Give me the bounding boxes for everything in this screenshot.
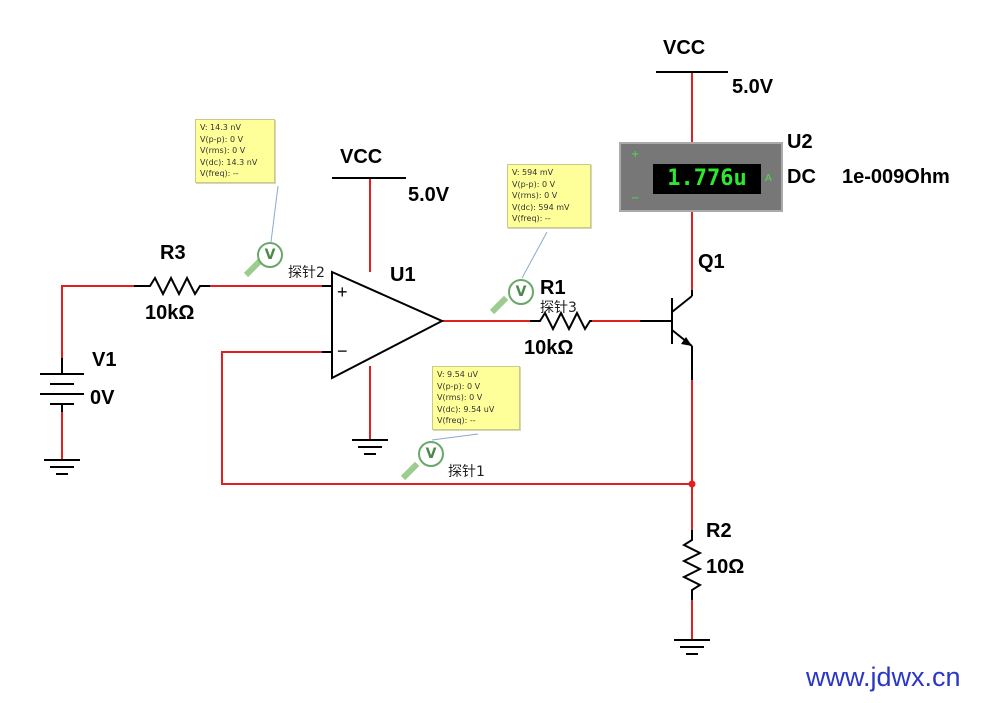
- r2-value: 10Ω: [706, 556, 745, 578]
- probe1-reading-pp: V(p-p): 0 V: [437, 381, 481, 391]
- meter-minus-terminal: −: [631, 193, 640, 204]
- probe2-reading-pp: V(p-p): 0 V: [200, 134, 244, 144]
- probe1-reading-v: V: 9.54 uV: [437, 370, 478, 379]
- v1-value: 0V: [90, 387, 115, 409]
- vcc-top-label: VCC: [663, 37, 706, 59]
- r2-label: R2: [706, 520, 732, 542]
- q1-emitter-arrow: [681, 337, 692, 346]
- probe2-reading-v: V: 14.3 nV: [200, 123, 241, 132]
- ground-u1-symbol: [352, 439, 388, 455]
- probe3-reading-pp: V(p-p): 0 V: [512, 179, 556, 189]
- ground-r2-symbol: [674, 639, 710, 655]
- u2-resistance: 1e-009Ohm: [842, 166, 950, 188]
- vcc-top-value: 5.0V: [732, 76, 774, 98]
- probe1-reading-freq: V(freq): --: [437, 416, 476, 426]
- probe2-reading-freq: V(freq): --: [200, 169, 239, 179]
- r1-value: 10kΩ: [524, 337, 574, 359]
- r3-value: 10kΩ: [145, 302, 195, 324]
- opamp-minus-sign: −: [337, 341, 348, 361]
- opamp-u1-symbol: [331, 270, 445, 380]
- transistor-q1-symbol: [640, 290, 693, 380]
- probe3-readout: V: 594 mV V(p-p): 0 V V(rms): 0 V V(dc):…: [507, 164, 591, 228]
- voltmeter-probe-icon[interactable]: V: [257, 242, 283, 268]
- meter-plus-terminal: +: [631, 149, 640, 160]
- ammeter-reading: 1.776u: [653, 164, 761, 194]
- probe1-readout: V: 9.54 uV V(p-p): 0 V V(rms): 0 V V(dc)…: [432, 366, 520, 430]
- component-symbols: [40, 71, 728, 655]
- wire-v1-r3: [61, 285, 134, 358]
- junction-dot: [688, 480, 696, 488]
- probe1-reading-dc: V(dc): 9.54 uV: [437, 404, 495, 414]
- u2-label: U2: [787, 131, 813, 153]
- battery-v1-symbol: [40, 358, 84, 412]
- wires: [61, 72, 693, 640]
- r1-label: R1: [540, 277, 566, 299]
- ground-v1-symbol: [44, 459, 80, 475]
- resistor-r3-symbol: [134, 275, 210, 297]
- resistor-r2-symbol: [681, 530, 703, 600]
- watermark-text: www.jdwx.cn: [806, 662, 961, 692]
- vcc-mid-value: 5.0V: [408, 184, 450, 206]
- meter-unit-mark: A: [765, 173, 772, 184]
- probe2-reading-dc: V(dc): 14.3 nV: [200, 157, 258, 167]
- v1-label: V1: [92, 349, 117, 371]
- probe2-readout: V: 14.3 nV V(p-p): 0 V V(rms): 0 V V(dc)…: [195, 119, 275, 183]
- opamp-plus-sign: +: [337, 282, 348, 302]
- ammeter-u2[interactable]: + − A 1.776u: [619, 142, 783, 212]
- probe2-reading-rms: V(rms): 0 V: [200, 146, 246, 156]
- vcc-mid-label: VCC: [340, 146, 383, 168]
- probe3-reading-freq: V(freq): --: [512, 214, 551, 224]
- voltmeter-probe-icon[interactable]: V: [508, 279, 534, 305]
- wire-feedback: [221, 351, 693, 485]
- resistor-r1-symbol: [530, 310, 592, 332]
- probe3-reading-v: V: 594 mV: [512, 168, 554, 177]
- r3-label: R3: [160, 242, 186, 264]
- probe3-name: 探针3: [540, 300, 577, 316]
- probe3-reading-dc: V(dc): 594 mV: [512, 202, 570, 212]
- voltmeter-probe-icon[interactable]: V: [418, 441, 444, 467]
- u2-mode: DC: [787, 166, 816, 188]
- probe1-reading-rms: V(rms): 0 V: [437, 393, 483, 403]
- q1-label: Q1: [698, 251, 725, 273]
- probe2-name: 探针2: [288, 265, 325, 281]
- u1-label: U1: [390, 264, 416, 286]
- probe-leaders: [270, 185, 548, 441]
- probe3-reading-rms: V(rms): 0 V: [512, 191, 558, 201]
- probe1-name: 探针1: [448, 464, 485, 480]
